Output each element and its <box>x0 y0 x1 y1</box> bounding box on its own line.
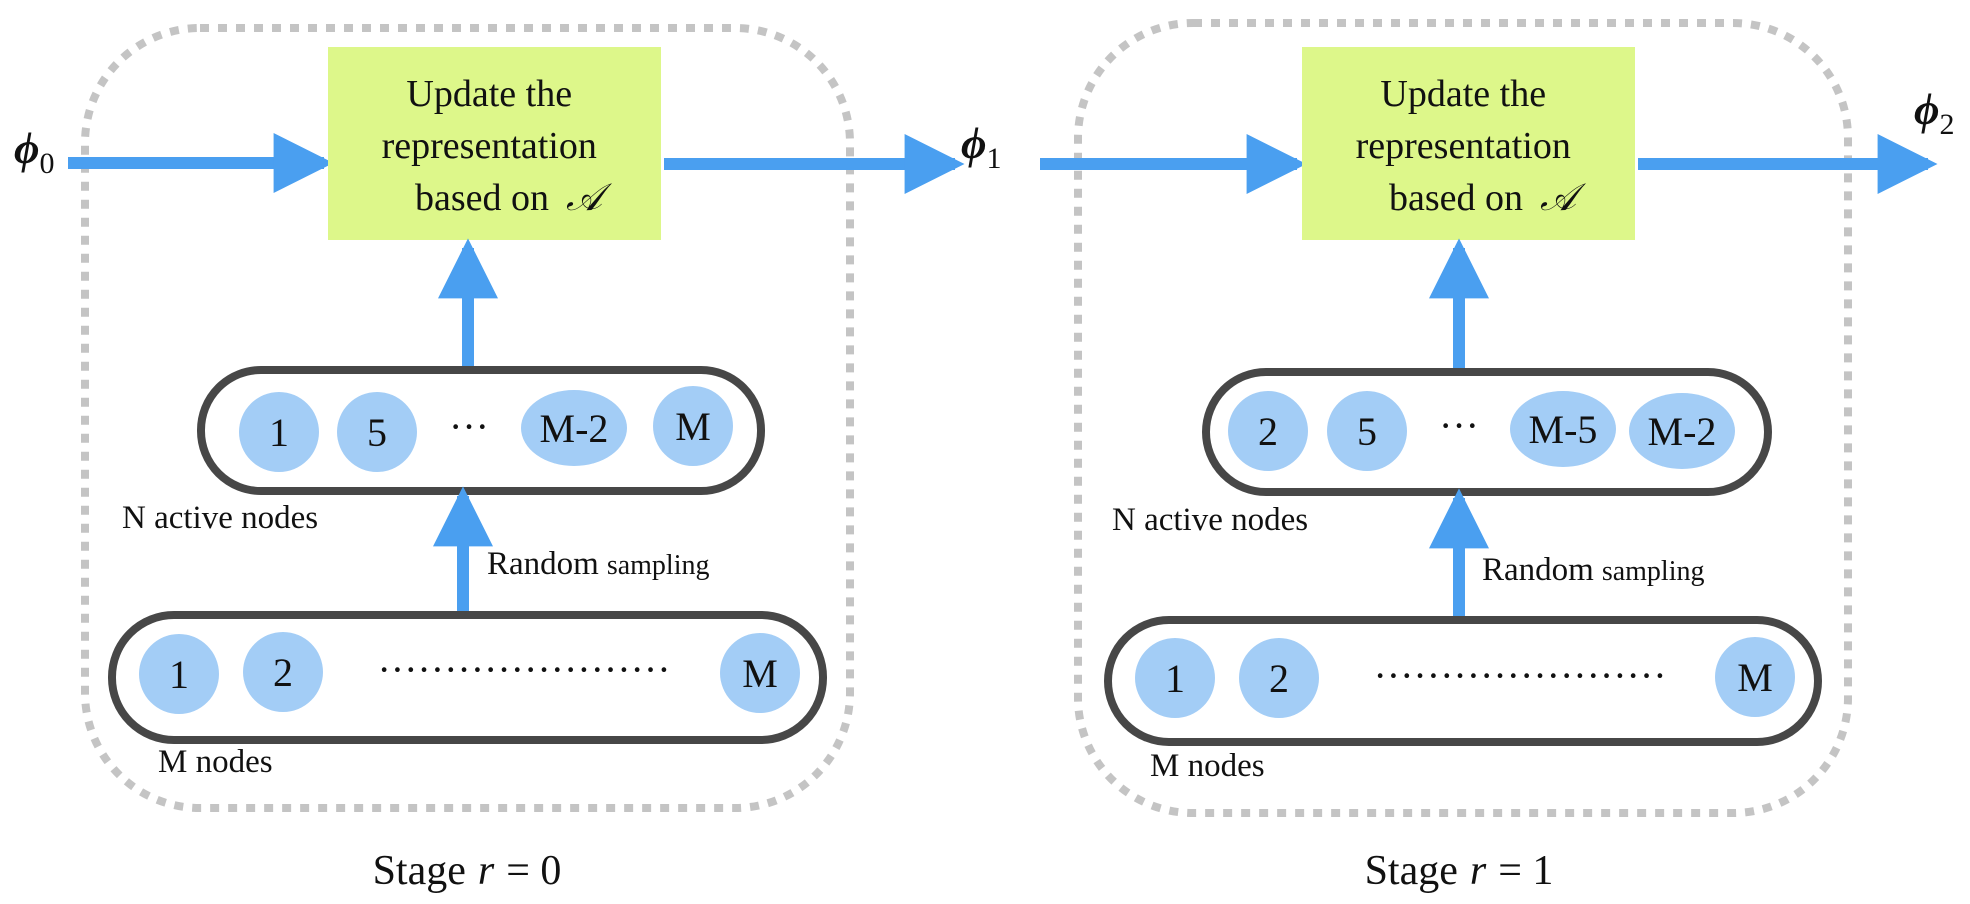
svg-text:1: 1 <box>269 410 289 455</box>
active-node: M-2 <box>1629 393 1735 469</box>
all-node: 1 <box>1135 638 1215 718</box>
active-node: 1 <box>239 392 319 472</box>
active-nodes-label-0: N active nodes <box>122 500 318 536</box>
svg-text:5: 5 <box>367 410 387 455</box>
update-box-0 <box>328 47 661 240</box>
stage-0-boundary <box>81 24 854 812</box>
all-node: 2 <box>1239 638 1319 718</box>
active-ellipsis-1: ··· <box>1439 403 1479 448</box>
stage-0: ϕ0 Update the representation based on 𝒜 … <box>14 24 965 894</box>
all-nodes-label-0: M nodes <box>158 744 273 780</box>
all-node: M <box>720 633 800 713</box>
active-node: 5 <box>337 392 417 472</box>
svg-text:M-2: M-2 <box>540 406 609 451</box>
svg-text:1: 1 <box>1165 656 1185 701</box>
active-node: M-5 <box>1510 391 1616 467</box>
active-node: M-2 <box>521 390 627 466</box>
phi-0-label: ϕ0 <box>14 124 54 180</box>
svg-text:M-5: M-5 <box>1529 407 1598 452</box>
svg-text:5: 5 <box>1357 409 1377 454</box>
phi-1-label: ϕ1 <box>961 119 1001 175</box>
all-ellipsis-1: ······················ <box>1373 653 1666 698</box>
phi-2-label: ϕ2 <box>1914 85 1954 141</box>
svg-text:2: 2 <box>1258 409 1278 454</box>
stage-1: ϕ1 Update the representation based on 𝒜 … <box>961 19 1954 894</box>
all-nodes-label-1: M nodes <box>1150 748 1265 784</box>
all-node: 2 <box>243 632 323 712</box>
stage-1-boundary <box>1074 19 1852 817</box>
update-box-1 <box>1302 47 1635 240</box>
active-ellipsis-0: ··· <box>449 404 489 449</box>
all-ellipsis-0: ······················ <box>377 647 670 692</box>
svg-text:M: M <box>675 404 711 449</box>
active-node: M <box>653 386 733 466</box>
svg-text:1: 1 <box>169 652 189 697</box>
svg-text:M: M <box>742 651 778 696</box>
active-nodes-label-1: N active nodes <box>1112 502 1308 538</box>
svg-text:2: 2 <box>273 650 293 695</box>
update-box-0-text: Update the representation based on <box>382 73 607 219</box>
all-node: M <box>1715 637 1795 717</box>
all-node: 1 <box>139 634 219 714</box>
update-box-1-text: Update the representation based on <box>1356 73 1581 219</box>
active-node: 5 <box>1327 391 1407 471</box>
svg-text:M: M <box>1737 655 1773 700</box>
svg-text:M-2: M-2 <box>1648 409 1717 454</box>
active-node: 2 <box>1228 391 1308 471</box>
svg-text:2: 2 <box>1269 656 1289 701</box>
